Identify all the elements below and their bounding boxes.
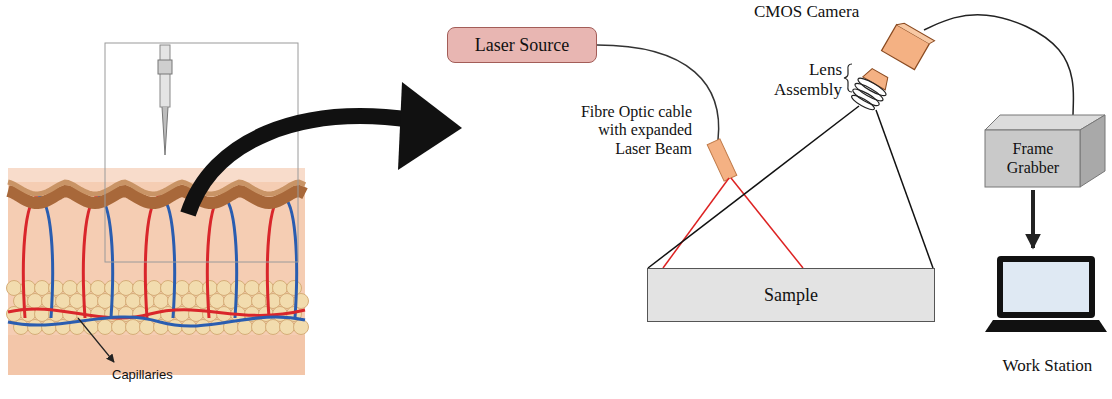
part-label: Fibre Optic cable with expanded Laser Be… bbox=[570, 103, 692, 158]
node-label: Laser Source bbox=[475, 35, 569, 56]
lens-ring bbox=[853, 81, 885, 104]
fat-cell bbox=[126, 320, 141, 335]
zoom-arrowhead bbox=[398, 82, 462, 170]
fat-cell bbox=[280, 320, 295, 335]
lens-ring bbox=[851, 86, 881, 108]
laser-beam bbox=[731, 178, 803, 268]
node-label: Frame Grabber bbox=[995, 140, 1071, 177]
venule bbox=[38, 196, 53, 318]
venule bbox=[282, 196, 297, 318]
fat-cell bbox=[294, 320, 309, 335]
zoom-arrow bbox=[188, 116, 412, 214]
arteriole bbox=[145, 196, 160, 318]
fat-cell bbox=[266, 320, 281, 335]
camera-top bbox=[897, 20, 935, 45]
node-label: Work Station bbox=[985, 356, 1110, 376]
frame-grabber-box: Frame Grabber bbox=[985, 115, 1105, 187]
cable bbox=[924, 15, 1073, 115]
part-label: Capillaries bbox=[112, 368, 202, 383]
box-front bbox=[985, 130, 1080, 187]
workstation-icon: Work Station bbox=[985, 252, 1110, 382]
camera-icon-shape bbox=[880, 26, 930, 72]
probe-region-outline bbox=[105, 43, 298, 262]
sample-box: Sample bbox=[647, 268, 935, 322]
box-side bbox=[1080, 115, 1105, 187]
probe-tip bbox=[162, 107, 168, 155]
bracket bbox=[844, 64, 852, 92]
laser-beam bbox=[663, 178, 729, 268]
arteriole bbox=[207, 196, 222, 318]
capillaries bbox=[8, 196, 305, 326]
camera-housing bbox=[882, 25, 930, 70]
fibre-tip bbox=[707, 139, 737, 181]
skin-surface bbox=[8, 168, 305, 182]
laptop-screen-frame bbox=[997, 256, 1095, 318]
epidermis-band bbox=[8, 182, 305, 194]
node-label: CMOS Camera bbox=[754, 2, 859, 22]
lens-assembly bbox=[847, 65, 893, 113]
node-label: Sample bbox=[764, 285, 818, 306]
arteriole bbox=[23, 196, 38, 318]
laptop-base bbox=[985, 320, 1107, 332]
camera-icon: CMOS Camera bbox=[880, 26, 930, 72]
fat-cell bbox=[112, 320, 127, 335]
fat-cell bbox=[42, 320, 57, 335]
venule bbox=[160, 196, 175, 318]
arrow bbox=[1031, 190, 1035, 248]
arteriole bbox=[267, 196, 282, 318]
probe-collar bbox=[158, 60, 172, 74]
view-line bbox=[876, 110, 933, 268]
venule bbox=[222, 196, 237, 318]
leader-line bbox=[78, 318, 114, 362]
fat-cell bbox=[98, 320, 113, 335]
fat-cell bbox=[28, 320, 43, 335]
laser-source-box: Laser Source bbox=[447, 27, 597, 63]
epidermis bbox=[8, 182, 305, 203]
probe-body bbox=[160, 45, 170, 107]
arteriole bbox=[83, 196, 98, 318]
part-label: Lens Assembly bbox=[752, 60, 842, 99]
fat-cell bbox=[252, 320, 267, 335]
venule bbox=[8, 317, 305, 326]
laptop-screen bbox=[1003, 262, 1089, 312]
fibre-tip-body bbox=[707, 139, 737, 181]
fat-cell bbox=[14, 320, 29, 335]
skin-illustration bbox=[7, 43, 309, 375]
camera-body bbox=[882, 20, 935, 71]
lens-ring bbox=[850, 93, 876, 112]
skin-ground bbox=[8, 168, 305, 375]
lens-ring bbox=[856, 75, 888, 98]
fat-cell bbox=[140, 320, 155, 335]
